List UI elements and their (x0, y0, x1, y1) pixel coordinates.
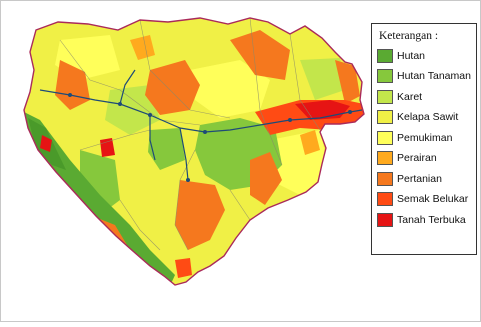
hutan-tanaman-area (148, 128, 185, 170)
pemukiman-area (190, 60, 270, 118)
legend-swatch (377, 130, 393, 145)
perairan-area (130, 35, 155, 60)
settlement-points (68, 93, 352, 182)
legend-label: Hutan (397, 49, 426, 62)
legend-item: Karet (377, 89, 476, 105)
legend-swatch (377, 192, 393, 207)
hutan-area (24, 112, 175, 285)
pertanian-area (175, 180, 225, 250)
legend-title: Keterangan : (379, 30, 439, 42)
district-lines (59, 18, 321, 251)
legend-label: Perairan (397, 152, 437, 165)
legend-label: Kelapa Sawit (397, 111, 459, 124)
legend-label: Karet (397, 90, 423, 103)
pertanian-area (230, 30, 290, 80)
perairan-area (300, 130, 320, 155)
legend-swatch (377, 69, 393, 84)
pertanian-area (335, 60, 360, 104)
legend-swatch (377, 212, 393, 227)
legend-item: Kelapa Sawit (377, 109, 476, 125)
karet-area (105, 85, 160, 135)
semak-belukar-area (175, 258, 192, 278)
legend-item: Hutan (377, 48, 476, 64)
legend-item: Perairan (377, 150, 476, 166)
pertanian-area (250, 152, 282, 205)
pertanian-area (145, 60, 200, 115)
legend-label: Pertanian (397, 172, 442, 185)
legend-swatch (377, 110, 393, 125)
legend-label: Semak Belukar (397, 193, 469, 206)
legend-swatch (377, 151, 393, 166)
legend-swatch (377, 171, 393, 186)
legend-item: Pertanian (377, 171, 476, 187)
legend-swatch (377, 48, 393, 63)
legend-swatch (377, 89, 393, 104)
karet-area (300, 58, 345, 100)
legend-item: Pemukiman (377, 130, 476, 146)
legend-item: Hutan Tanaman (377, 68, 476, 84)
legend-label: Tanah Terbuka (397, 213, 466, 226)
legend-item: Semak Belukar (377, 191, 476, 207)
legend-label: Pemukiman (397, 131, 453, 144)
tanah-terbuka-area (40, 135, 52, 152)
legend-label: Hutan Tanaman (397, 70, 471, 83)
legend-item: Tanah Terbuka (377, 212, 476, 228)
